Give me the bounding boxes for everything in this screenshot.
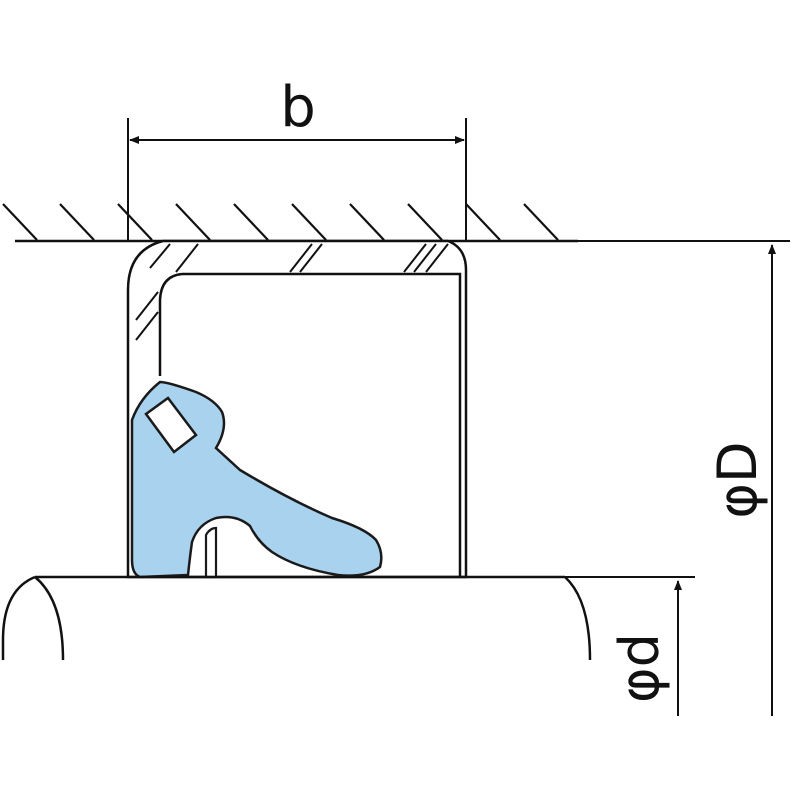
dimension-outer-diameter xyxy=(466,240,790,716)
case-hatching xyxy=(135,243,449,341)
shaft xyxy=(1,575,592,661)
housing-wall xyxy=(2,203,578,243)
label-outer-diameter: φD xyxy=(706,441,769,518)
label-b: b xyxy=(280,75,316,140)
label-inner-diameter: φd xyxy=(608,633,671,703)
shaft-left-break xyxy=(1,575,65,661)
dimension-b xyxy=(127,118,467,241)
shaft-right-break xyxy=(564,576,592,661)
seal-rubber-lip xyxy=(130,380,383,579)
lip-slot xyxy=(204,526,218,579)
dimension-inner-diameter xyxy=(565,576,695,716)
seal-case-inner-opening xyxy=(158,272,462,577)
housing-hatch-marks xyxy=(2,203,559,241)
garter-spring xyxy=(144,396,198,454)
